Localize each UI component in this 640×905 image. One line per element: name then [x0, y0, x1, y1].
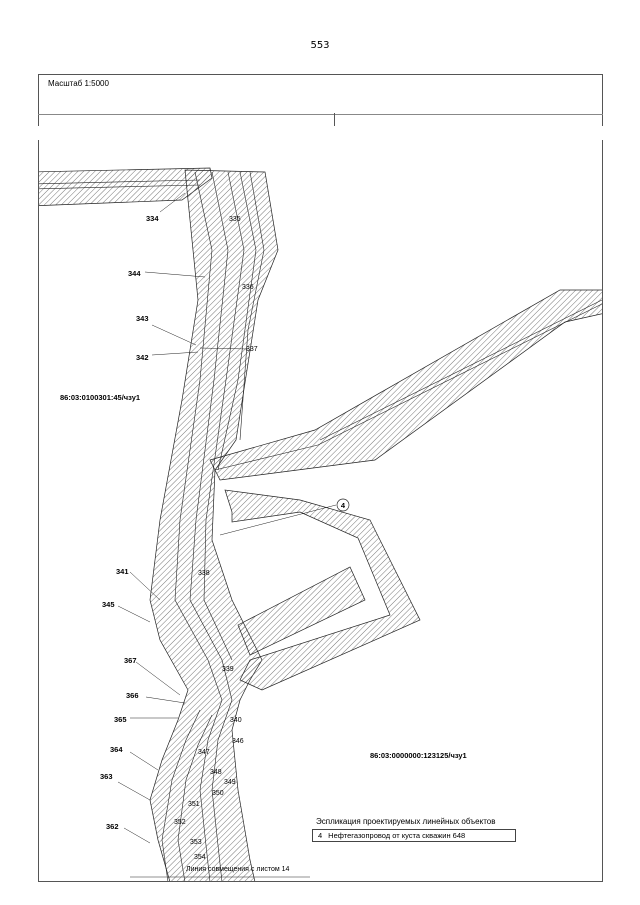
point-label-344: 344 — [128, 269, 141, 278]
point-label-341: 341 — [116, 567, 129, 576]
legend-row-number: 4 — [318, 831, 323, 840]
point-label-348: 348 — [210, 769, 222, 776]
point-label-351: 351 — [188, 801, 200, 808]
point-label-365: 365 — [114, 715, 127, 724]
point-label-345: 345 — [102, 600, 115, 609]
point-label-340: 340 — [230, 717, 242, 724]
point-label-346: 346 — [232, 738, 244, 745]
corridor-northeast — [209, 289, 602, 481]
point-label-354: 354 — [194, 854, 206, 861]
point-label-366: 366 — [126, 691, 139, 700]
point-label-334: 334 — [146, 214, 159, 223]
point-label-362: 362 — [106, 822, 119, 831]
well-pad — [237, 566, 366, 656]
point-label-336: 336 — [242, 284, 254, 291]
point-label-353: 353 — [190, 839, 202, 846]
point-label-350: 350 — [212, 790, 224, 797]
callout-circle — [336, 498, 350, 512]
point-label-349: 349 — [224, 779, 236, 786]
legend-row-name: Нефтегазопровод от куста скважин 648 — [328, 831, 466, 840]
point-label-364: 364 — [110, 745, 123, 754]
parcel-label-west: 86:03:0100301:45/чзу1 — [60, 393, 140, 402]
legend-row: 4 Нефтегазопровод от куста скважин 648 — [312, 829, 516, 842]
scale-label: Масштаб 1:5000 — [48, 79, 109, 88]
point-label-338: 338 — [198, 570, 210, 577]
point-label-347: 347 — [198, 749, 210, 756]
point-labels: 334 335 336 337 338 339 340 341 342 343 … — [100, 214, 258, 861]
corridor-main — [149, 169, 279, 881]
header-gap — [38, 126, 603, 140]
map-frame — [38, 74, 603, 882]
point-label-337: 337 — [246, 346, 258, 353]
legend-title: Эспликация проектируемых линейных объект… — [316, 817, 496, 826]
point-label-335: 335 — [229, 216, 241, 223]
page-number: 553 — [310, 40, 330, 51]
leader-lines — [117, 192, 337, 878]
point-label-363: 363 — [100, 772, 113, 781]
callout-number: 4 — [341, 501, 346, 510]
point-label-367: 367 — [124, 656, 137, 665]
point-label-339: 339 — [222, 666, 234, 673]
hatched-corridors — [39, 167, 602, 881]
header-rule — [38, 114, 603, 116]
sheet-join-note: Линия совмещения с листом 14 — [186, 866, 290, 873]
point-label-352: 352 — [174, 819, 186, 826]
point-label-342: 342 — [136, 353, 149, 362]
parcel-label-east: 86:03:0000000:123125/чзу1 — [370, 751, 467, 760]
header-tick — [334, 113, 335, 126]
point-label-343: 343 — [136, 314, 149, 323]
corridor-loop — [224, 489, 421, 691]
